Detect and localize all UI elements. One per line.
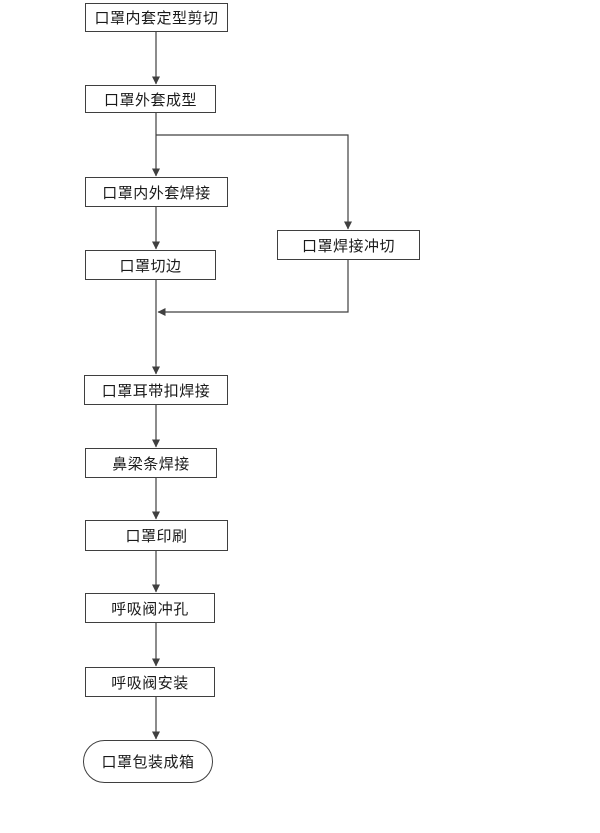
flow-node-label: 呼吸阀冲孔 bbox=[111, 599, 189, 618]
flow-node-outer-cover-forming: 口罩外套成型 bbox=[85, 85, 216, 113]
flow-node-label: 口罩包装成箱 bbox=[101, 753, 195, 771]
flow-node-label: 口罩外套成型 bbox=[103, 90, 197, 109]
flow-node-label: 口罩耳带扣焊接 bbox=[101, 381, 211, 400]
flow-node-valve-installation: 呼吸阀安装 bbox=[85, 667, 215, 697]
flow-edge-e5-punch-cut-merge bbox=[157, 260, 349, 316]
flow-node-label: 口罩内套定型剪切 bbox=[94, 9, 219, 27]
flow-node-welding-punch-cut: 口罩焊接冲切 bbox=[277, 230, 420, 260]
flow-node-mask-printing: 口罩印刷 bbox=[85, 520, 228, 551]
flow-node-label: 口罩切边 bbox=[119, 256, 182, 275]
flow-edge-e3-branch-to-punch-cut bbox=[156, 134, 352, 230]
flow-node-label: 口罩焊接冲切 bbox=[301, 236, 395, 255]
flow-node-inner-outer-welding: 口罩内外套焊接 bbox=[85, 177, 228, 207]
flow-node-label: 口罩内外套焊接 bbox=[102, 183, 211, 202]
flow-node-edge-trimming: 口罩切边 bbox=[85, 250, 216, 280]
flow-node-ear-strap-welding: 口罩耳带扣焊接 bbox=[84, 375, 228, 405]
flow-node-valve-punching: 呼吸阀冲孔 bbox=[85, 593, 215, 623]
flow-node-label: 呼吸阀安装 bbox=[111, 673, 189, 692]
flow-node-label: 口罩印刷 bbox=[125, 527, 188, 545]
flow-node-label: 鼻梁条焊接 bbox=[112, 454, 190, 473]
flow-node-nose-bridge-welding: 鼻梁条焊接 bbox=[85, 448, 217, 478]
flow-node-packing-into-boxes: 口罩包装成箱 bbox=[83, 740, 213, 783]
flow-node-inner-cover-shaping-cut: 口罩内套定型剪切 bbox=[85, 3, 228, 32]
